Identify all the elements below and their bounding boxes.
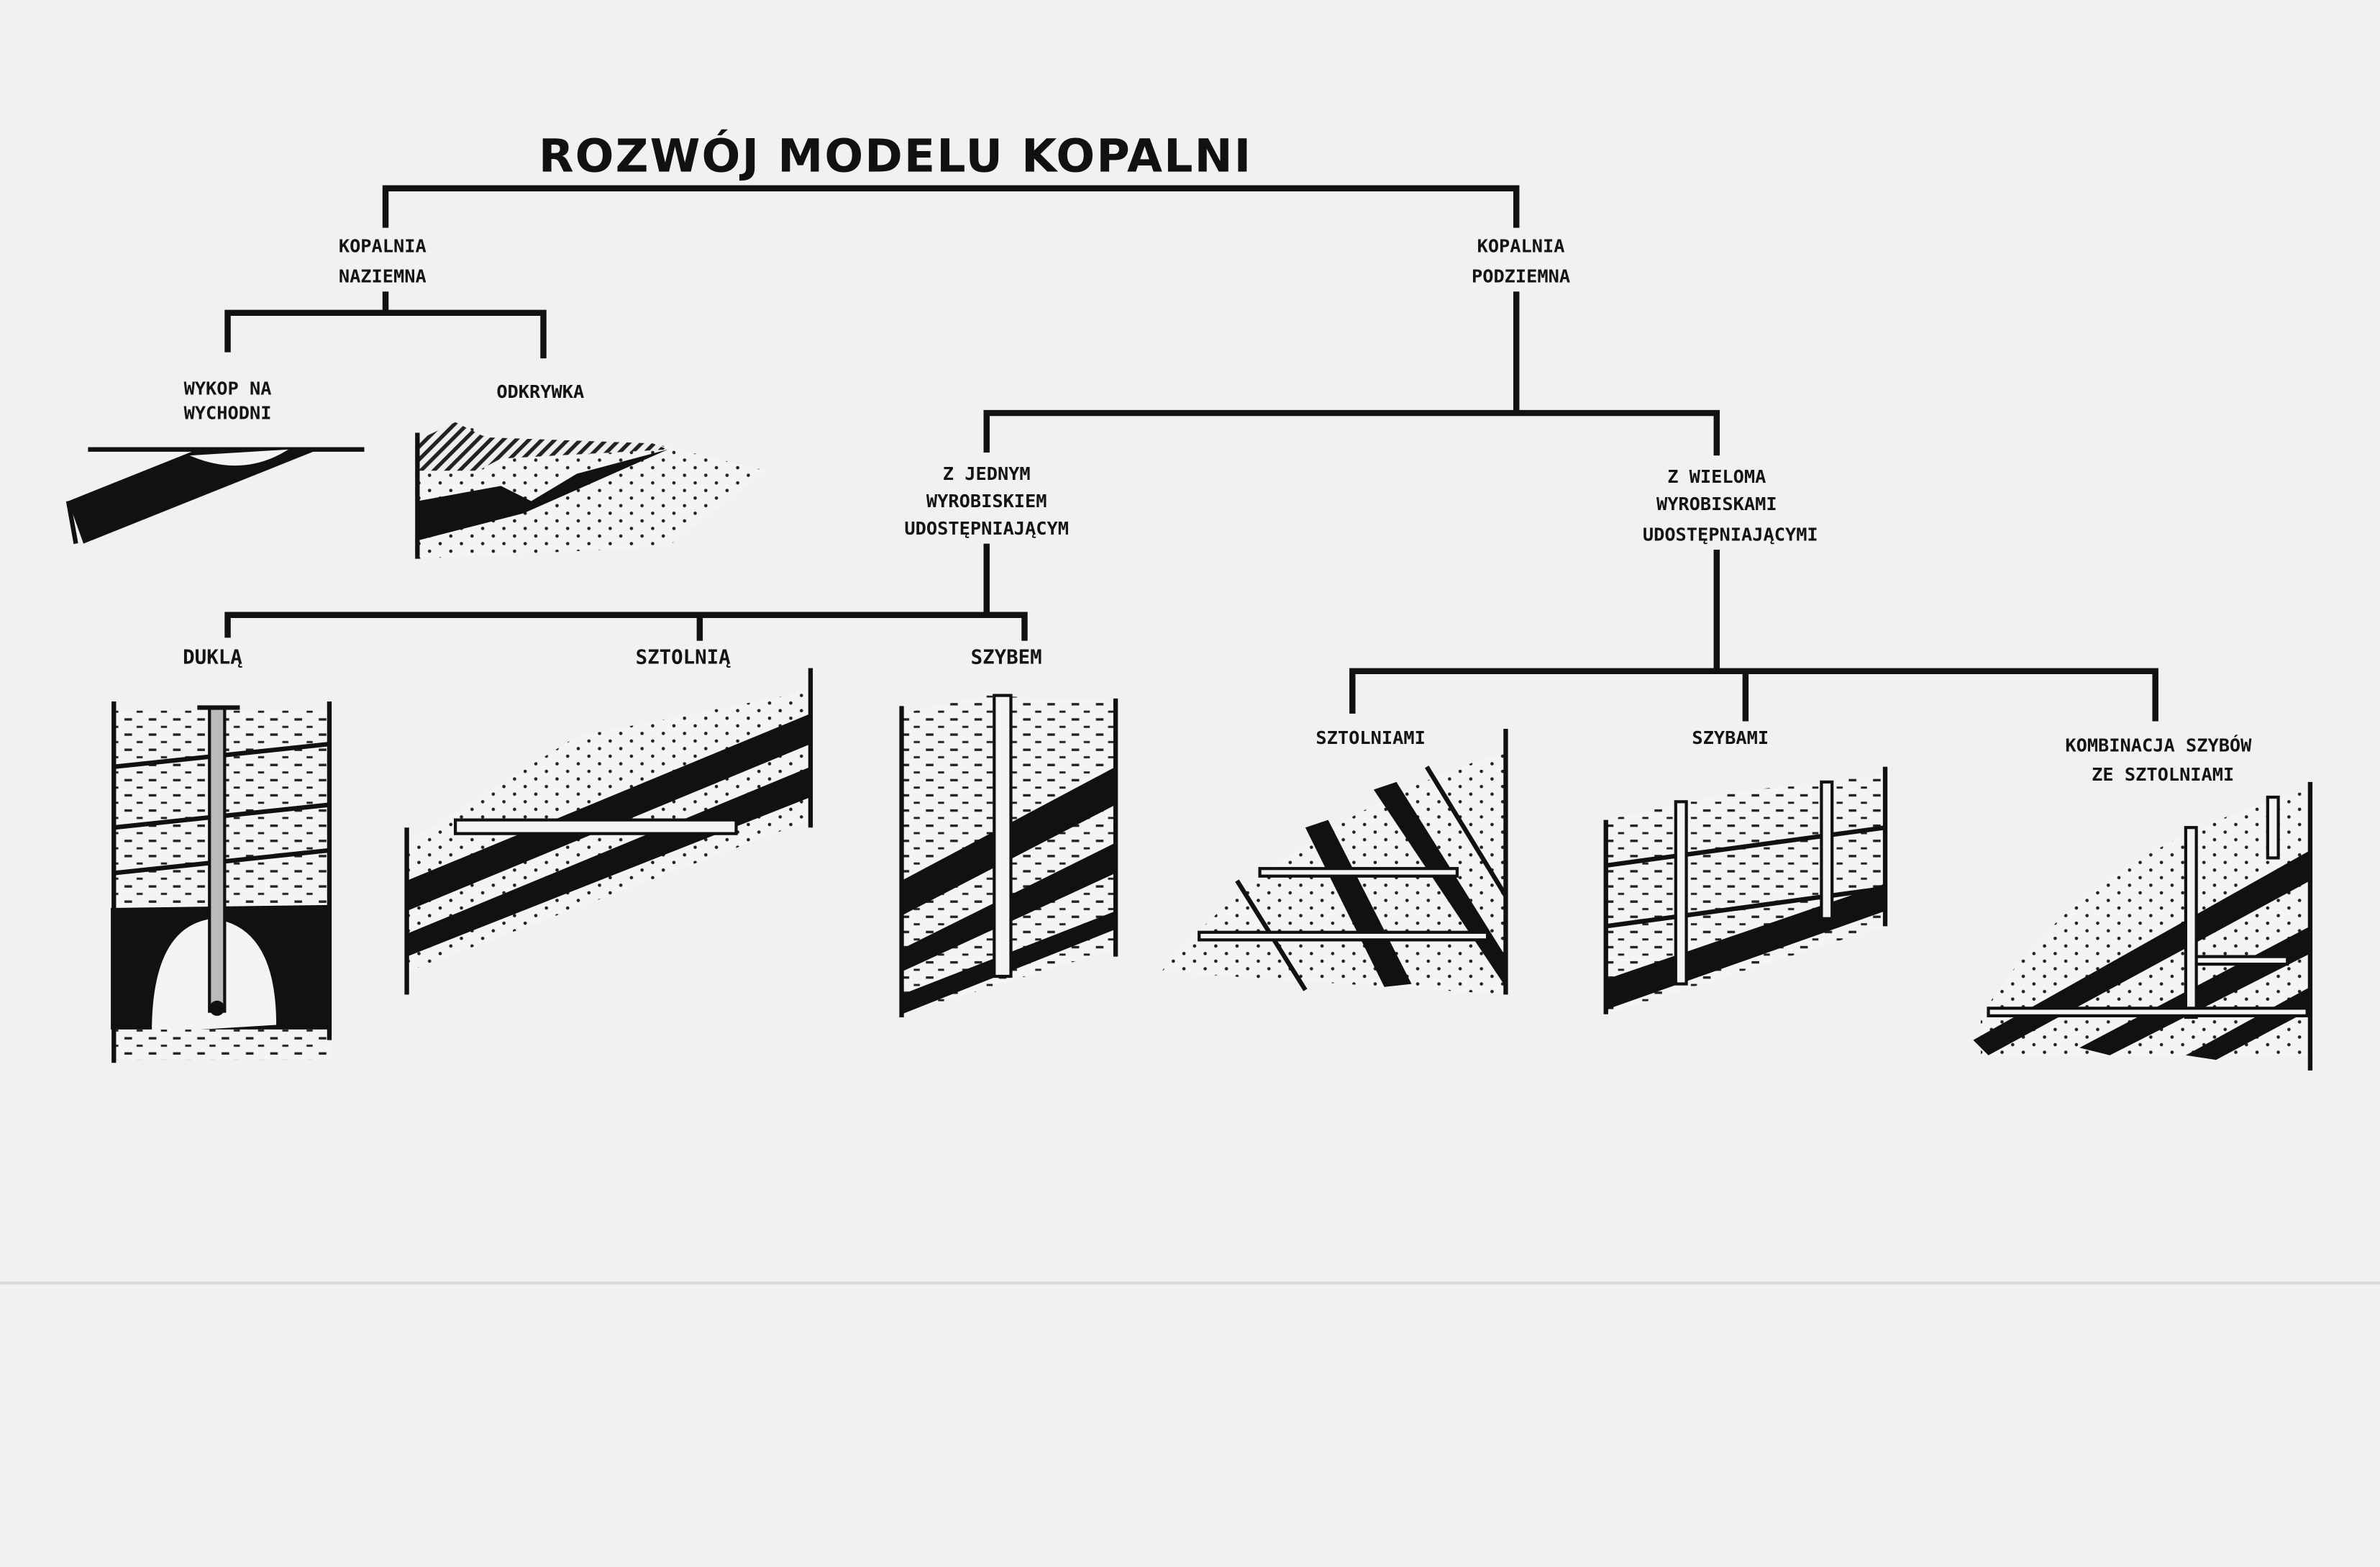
label-line: PODZIEMNA [1472, 265, 1570, 287]
node-shafts: SZYBAMI [1603, 727, 1888, 1014]
label-line: KOMBINACJA SZYBÓW [2065, 735, 2252, 756]
node-surface-mine: KOPALNIA NAZIEMNA [339, 235, 427, 286]
label-line: Z JEDNYM [943, 463, 1031, 484]
open-pit-drawing [415, 422, 767, 559]
node-single-access: Z JEDNYM WYROBISKIEM UDOSTĘPNIAJĄCYM [904, 463, 1069, 539]
shafts-drawing [1603, 766, 1888, 1014]
node-open-pit: ODKRYWKA [415, 381, 767, 559]
label-line: UDOSTĘPNIAJĄCYMI [1643, 523, 1818, 545]
label-line: SZYBAMI [1692, 727, 1769, 748]
node-multiple-access: Z WIELOMA WYROBISKAMI UDOSTĘPNIAJĄCYMI [1643, 465, 1818, 545]
label-line: UDOSTĘPNIAJĄCYM [904, 517, 1069, 539]
label-line: WYROBISKAMI [1656, 493, 1777, 514]
label-line: WYKOP NA [184, 378, 272, 399]
label-line: ZE SZTOLNIAMI [2092, 763, 2234, 785]
adits-drawing [1161, 729, 1508, 995]
adit-drawing [404, 668, 813, 995]
outcrop-pit-drawing [65, 447, 365, 545]
node-outcrop-pit: WYKOP NA WYCHODNI [65, 378, 365, 545]
label-line: SZYBEM [971, 646, 1042, 668]
node-shaft: SZYBEM [899, 646, 1118, 1017]
node-adit: SZTOLNIĄ [404, 646, 813, 995]
tree-connectors [224, 185, 2158, 722]
node-underground-mine: KOPALNIA PODZIEMNA [1472, 235, 1570, 286]
label-line: ODKRYWKA [496, 381, 584, 402]
label-line: KOPALNIA [339, 235, 427, 256]
shaft-drawing [899, 694, 1118, 1017]
node-adits: SZTOLNIAMI [1161, 727, 1508, 995]
label-line: WYROBISKIEM [926, 490, 1047, 512]
label-line: WYCHODNI [184, 402, 272, 424]
label-line: DUKLĄ [183, 646, 242, 668]
diagram-title: ROZWÓJ MODELU KOPALNI [539, 129, 1253, 183]
node-combination: KOMBINACJA SZYBÓW ZE SZTOLNIAMI [1973, 735, 2313, 1071]
label-line: SZTOLNIĄ [636, 646, 731, 668]
label-line: NAZIEMNA [339, 265, 427, 287]
label-line: SZTOLNIAMI [1316, 727, 1425, 748]
label-line: KOPALNIA [1477, 235, 1565, 256]
dukla-drawing [111, 701, 332, 1063]
node-dukla: DUKLĄ [111, 646, 332, 1063]
combination-drawing [1973, 781, 2313, 1071]
label-line: Z WIELOMA [1667, 465, 1766, 487]
